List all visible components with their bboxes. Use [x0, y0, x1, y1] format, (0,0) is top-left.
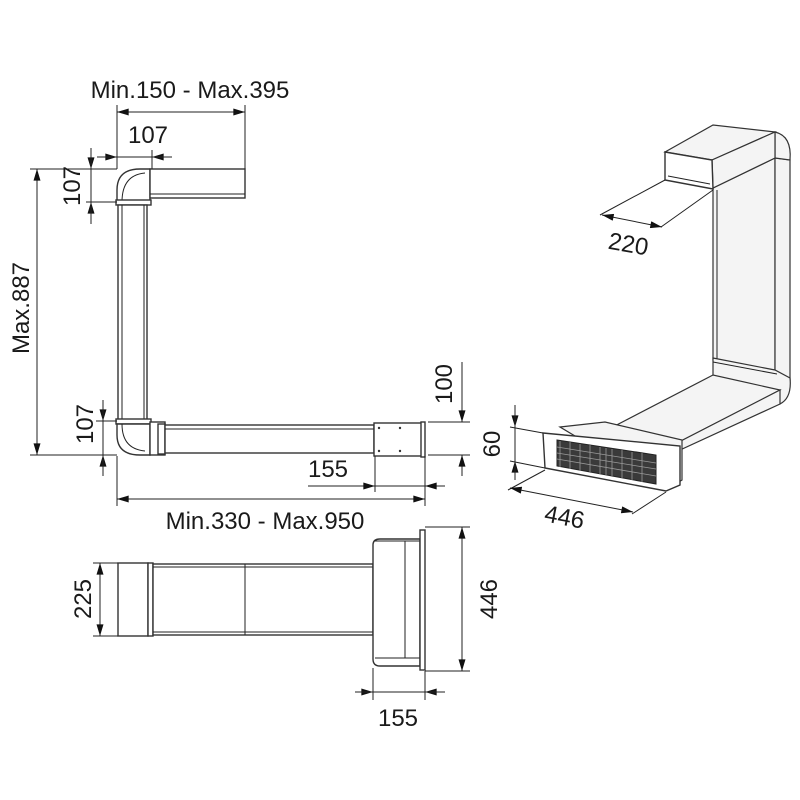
outlet-height-label: 100	[431, 364, 458, 404]
isometric-view: 220 60 446	[479, 124, 791, 535]
iso-duct-width-label: 220	[606, 228, 650, 262]
iso-grille-width-label: 446	[542, 501, 586, 535]
iso-grille-height-label: 60	[479, 431, 506, 458]
iso-duct-assembly	[542, 124, 791, 492]
elbow-height-bottom-label: 107	[72, 404, 99, 444]
iso-dimension-lines	[509, 213, 663, 514]
side-dimension-lines	[33, 108, 466, 503]
side-view: Min.150 - Max.395 107 107 Max.887 107 10…	[8, 77, 470, 535]
max-height-label: Max.887	[8, 262, 35, 354]
plan-view: 225 446 155	[70, 526, 503, 732]
elbow-height-top-label: 107	[59, 166, 86, 206]
side-duct-assembly	[115, 168, 426, 458]
iso-extension-lines	[507, 179, 714, 515]
plan-dimension-lines	[96, 527, 466, 696]
top-span-label: Min.150 - Max.395	[91, 77, 290, 104]
plan-duct-width-label: 225	[70, 579, 97, 619]
outlet-depth-label: 155	[308, 456, 348, 483]
plan-outlet-width-label: 446	[476, 579, 503, 619]
plan-outlet-depth-label: 155	[378, 705, 418, 732]
outlet-grille	[556, 439, 657, 485]
elbow-width-label: 107	[128, 122, 168, 149]
bottom-span-label: Min.330 - Max.950	[166, 508, 365, 535]
plan-duct-assembly	[117, 529, 426, 671]
